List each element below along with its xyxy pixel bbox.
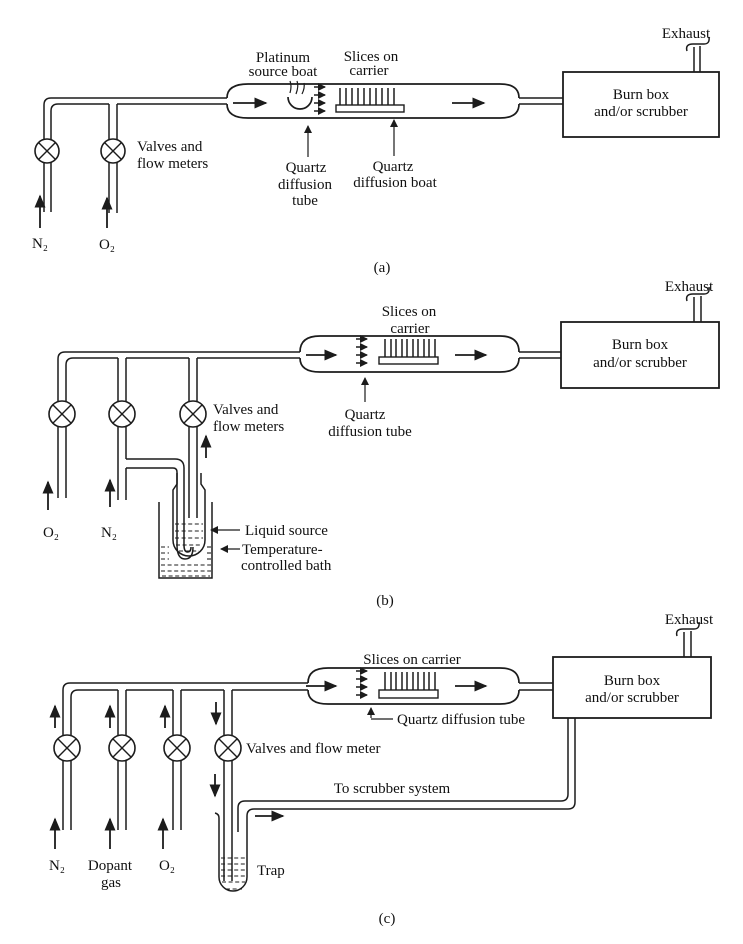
- label-exhaust-c: Exhaust: [665, 612, 714, 628]
- valve-o2-a: [100, 138, 126, 164]
- panel-a-flow-arrows: [34, 83, 486, 228]
- panel-b-burn-box: [560, 286, 720, 389]
- svg-text:carrier: carrier: [349, 63, 388, 79]
- panel-a-burn-box: [562, 36, 720, 138]
- label-slices-b: Slices on: [382, 304, 437, 320]
- label-exhaust-a: Exhaust: [662, 26, 711, 42]
- valve-n2-c: [53, 734, 81, 762]
- label-quartz-tube-c: Quartz diffusion tube: [397, 712, 525, 728]
- bath-beaker: [158, 502, 213, 579]
- svg-text:flow meters: flow meters: [213, 419, 284, 435]
- panel-b-flow-arrows: [42, 335, 488, 553]
- valve-o2-b: [48, 400, 76, 428]
- label-exhaust-b: Exhaust: [665, 279, 714, 295]
- label-gas-o2-b: O₂: [43, 525, 59, 541]
- label-gas-n2-b: N₂: [101, 525, 117, 541]
- svg-text:and/or scrubber: and/or scrubber: [593, 355, 687, 371]
- panel-a-diffusion-tube: [226, 83, 563, 119]
- panel-c-slices-on-carrier: [378, 672, 439, 699]
- svg-text:diffusion: diffusion: [278, 177, 332, 193]
- label-trap: Trap: [257, 863, 285, 879]
- source-flask: [172, 473, 178, 540]
- label-burn-box-b: Burn box: [612, 337, 669, 353]
- label-gas-dopant-c: Dopant: [88, 858, 133, 874]
- scrubber-line-inner: [237, 718, 569, 832]
- svg-text:and/or scrubber: and/or scrubber: [585, 690, 679, 706]
- valve-n2-b: [108, 400, 136, 428]
- scrubber-line-outer: [246, 718, 576, 817]
- panel-a-platinum-boat: [287, 80, 313, 110]
- label-quartz-tube-b: Quartz: [345, 407, 386, 423]
- valve-bypass-c: [214, 734, 242, 762]
- panel-a: Platinum source boat Slices on carrier V…: [32, 26, 720, 276]
- svg-text:controlled bath: controlled bath: [241, 558, 332, 574]
- label-gas-n2-a: N₂: [32, 236, 48, 252]
- valve-o2-c: [163, 734, 191, 762]
- svg-text:diffusion boat: diffusion boat: [353, 175, 437, 191]
- label-valves-c: Valves and flow meter: [246, 741, 381, 757]
- panel-c-diffusion-tube: [307, 667, 553, 705]
- label-slices-c: Slices on carrier: [363, 652, 460, 668]
- panel-a-slices-on-carrier: [335, 88, 405, 113]
- exhaust-vent-cap: [685, 36, 710, 52]
- svg-text:tube: tube: [292, 193, 318, 209]
- label-quartz-boat-a: Quartz: [373, 159, 414, 175]
- svg-text:source boat: source boat: [249, 64, 319, 80]
- label-burn-box-a: Burn box: [613, 87, 670, 103]
- label-quartz-tube-a: Quartz: [286, 160, 327, 176]
- label-scrubber-system: To scrubber system: [334, 781, 451, 797]
- svg-text:and/or scrubber: and/or scrubber: [594, 104, 688, 120]
- panel-c-flow-arrows: [49, 667, 488, 849]
- valve-dopant-c: [108, 734, 136, 762]
- panel-b-bubbler: [158, 473, 213, 579]
- label-slices-a: Slices on: [344, 49, 399, 65]
- valve-n2-a: [34, 138, 60, 164]
- panel-b-slices-on-carrier: [378, 339, 439, 365]
- svg-text:diffusion tube: diffusion tube: [328, 424, 412, 440]
- panel-c-gas-pipes: [62, 682, 308, 881]
- panel-c: Slices on carrier Valves and flow meter …: [49, 612, 714, 927]
- panel-b-diffusion-tube: [299, 335, 561, 373]
- label-liquid-source: Liquid source: [245, 523, 328, 539]
- panel-b-gas-pipes: [57, 351, 300, 560]
- label-gas-n2-c: N₂: [49, 858, 65, 874]
- caption-a: (a): [374, 260, 391, 276]
- label-gas-o2-a: O₂: [99, 237, 115, 253]
- caption-b: (b): [376, 593, 394, 609]
- label-valves-a: Valves and: [137, 139, 203, 155]
- panel-b: Slices on carrier Valves and flow meters…: [42, 279, 720, 609]
- label-platinum-boat: Platinum: [256, 50, 311, 66]
- svg-text:carrier: carrier: [390, 321, 429, 337]
- label-burn-box-c: Burn box: [604, 673, 661, 689]
- label-bath: Temperature-: [242, 542, 323, 558]
- exhaust-vent-cap: [675, 621, 700, 637]
- caption-c: (c): [379, 911, 396, 927]
- valve-source-b: [179, 400, 207, 428]
- svg-text:gas: gas: [101, 875, 121, 891]
- exhaust-vent-cap: [685, 286, 710, 302]
- svg-text:flow meters: flow meters: [137, 156, 208, 172]
- panel-c-burn-box: [552, 621, 712, 719]
- label-valves-b: Valves and: [213, 402, 279, 418]
- label-gas-o2-c: O₂: [159, 858, 175, 874]
- panel-c-trap: [214, 718, 576, 892]
